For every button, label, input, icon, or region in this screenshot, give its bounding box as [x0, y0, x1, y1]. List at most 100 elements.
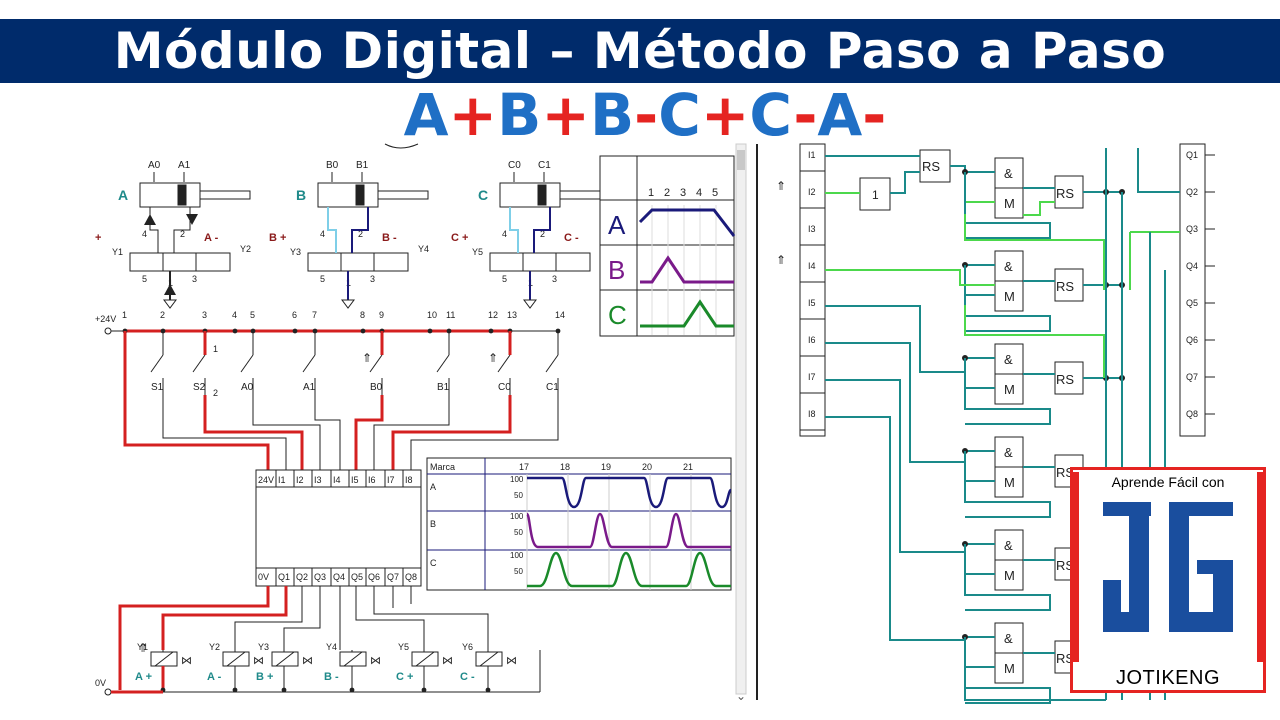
and-label: & — [1004, 259, 1013, 274]
rs-label: RS — [1056, 372, 1074, 387]
step-mark: ⇑ — [776, 253, 786, 267]
junction — [360, 328, 366, 334]
junction — [485, 687, 491, 693]
port-label: 2 — [180, 229, 185, 239]
cylinder-body — [499, 182, 561, 208]
logo: Aprende Fácil con JOTIKENG — [1070, 467, 1266, 693]
switch-label: B1 — [437, 382, 450, 393]
module-input: I7 — [387, 475, 395, 485]
supply-terminal — [104, 327, 112, 335]
memory-block — [994, 187, 1024, 219]
switch-contact — [150, 354, 164, 373]
flow-arrow — [186, 214, 198, 225]
coil-y4: Y4B -⋈ — [324, 642, 381, 693]
rs-block — [1054, 268, 1084, 302]
wire-live — [354, 395, 384, 470]
terminal-number: 8 — [360, 310, 365, 320]
valve-label: Y4 — [418, 244, 429, 254]
supply-terminal — [104, 688, 112, 696]
valve-body — [307, 252, 409, 272]
memory-block — [994, 373, 1024, 405]
x-tick: 21 — [683, 462, 693, 472]
wire-live — [118, 586, 270, 690]
wire-live — [161, 586, 288, 650]
and-block — [994, 250, 1024, 282]
sequence-token: - — [862, 81, 887, 149]
switch-label: B0 — [370, 382, 383, 393]
air-line — [149, 207, 159, 253]
x-tick: 19 — [601, 462, 611, 472]
terminal-number: 11 — [446, 310, 455, 320]
wire — [283, 586, 321, 650]
port-label: 4 — [320, 229, 325, 239]
step-mark: ⇑ — [362, 351, 372, 365]
switch-label: C0 — [498, 382, 511, 393]
wire-live — [391, 395, 512, 470]
logic-wire — [890, 171, 920, 194]
logic-wire — [1137, 148, 1180, 193]
module-output: Q7 — [387, 572, 399, 582]
logic-input: I2 — [808, 187, 816, 197]
coil-symbol: ⋈ — [253, 655, 264, 667]
switch-label: S1 — [151, 382, 164, 393]
sequence-token: - — [793, 81, 818, 149]
y-tick: 50 — [514, 528, 523, 537]
wire — [162, 395, 287, 470]
logic-input: I6 — [808, 335, 816, 345]
terminal-number: 12 — [488, 310, 498, 320]
logic-input: I4 — [808, 261, 816, 271]
wire — [252, 395, 321, 470]
terminal-number: 7 — [312, 310, 317, 320]
wire-live — [203, 395, 304, 470]
y-tick: 100 — [510, 512, 524, 521]
module-input: I3 — [314, 475, 322, 485]
piston-rod — [377, 190, 429, 200]
air-line — [351, 207, 369, 253]
logic-wire — [964, 451, 1051, 518]
coil-label: B + — [256, 671, 273, 683]
phase-row-label: C — [608, 300, 627, 330]
switch-contact — [369, 354, 383, 373]
scroll-down-icon: ⌄ — [736, 689, 746, 703]
module-output: Q4 — [333, 572, 345, 582]
logic-output: Q5 — [1186, 298, 1198, 308]
port-label: 4 — [142, 229, 147, 239]
logic-wire — [825, 379, 965, 553]
sensor-label: B1 — [356, 160, 369, 171]
module-input: I4 — [333, 475, 341, 485]
cylinder-name: B — [296, 187, 306, 203]
junction — [292, 328, 298, 334]
and-block — [994, 157, 1024, 189]
terminal-number: 14 — [555, 310, 565, 320]
series-name: C — [430, 558, 437, 568]
rs-label: RS — [922, 159, 940, 174]
coil-mark — [226, 651, 246, 667]
cylinder-body — [139, 182, 201, 208]
port-label: 5 — [320, 274, 325, 284]
coil-valve: Y4 — [326, 642, 337, 652]
supply-symbol — [341, 299, 355, 309]
coil-valve: Y1 — [137, 642, 148, 652]
switch-contact — [436, 354, 450, 373]
switch-contact — [545, 354, 559, 373]
y-tick: 50 — [514, 491, 523, 500]
page-title: Módulo Digital – Método Paso a Paso — [113, 22, 1167, 80]
and-label: & — [1004, 538, 1013, 553]
wire — [234, 586, 303, 650]
logic-input: I7 — [808, 372, 816, 382]
logic-diagram: I1I2I3I4I5I6I7I8Q1Q2Q3Q4Q5Q6Q7Q8⇑⇑1RS&MR… — [776, 143, 1215, 704]
terminal-number: 9 — [379, 310, 384, 320]
direction-label: C - — [564, 232, 579, 244]
switch-pin: 1 — [213, 344, 218, 354]
rs-label: RS — [1056, 558, 1074, 573]
coil-valve: Y2 — [209, 642, 220, 652]
y-tick: 100 — [510, 551, 524, 560]
terminal-number: 1 — [122, 310, 127, 320]
sequence-title: A+B+B-C+C-A- — [0, 84, 1280, 146]
module-output: Q2 — [296, 572, 308, 582]
port-label: 5 — [502, 274, 507, 284]
cylinder-body — [317, 182, 379, 208]
switch-contact — [240, 354, 254, 373]
